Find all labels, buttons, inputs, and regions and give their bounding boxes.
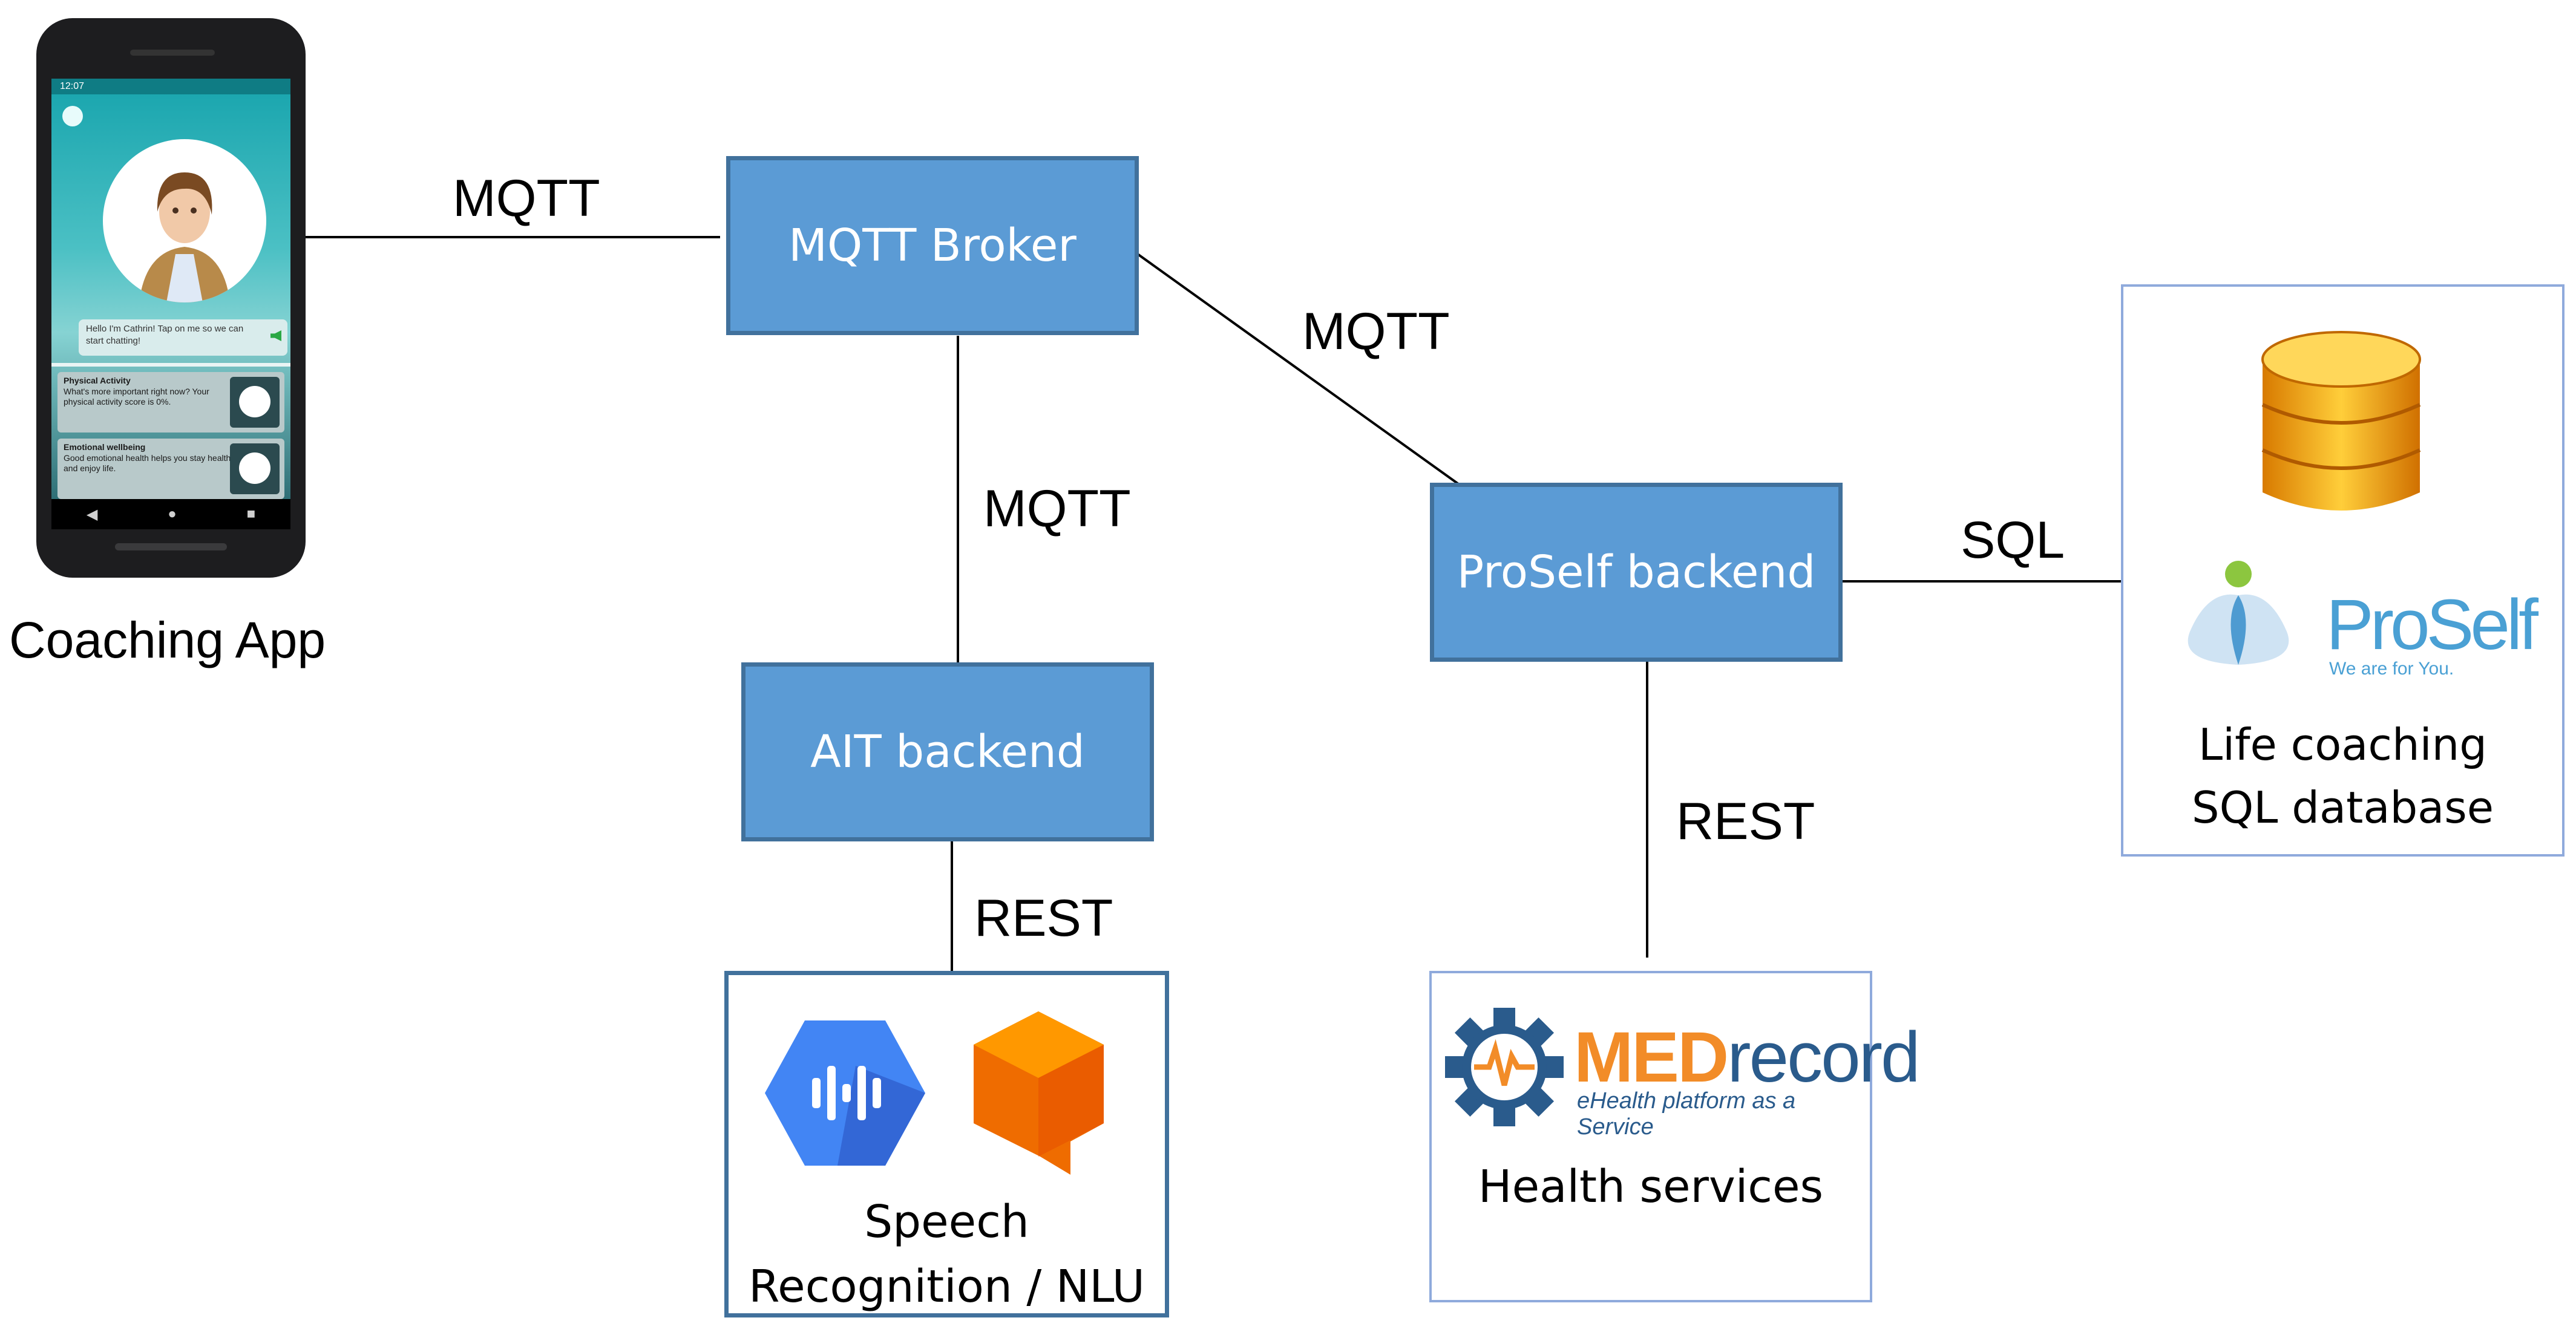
caption-line: Life coaching bbox=[2198, 719, 2487, 770]
brain-icon bbox=[230, 443, 280, 494]
chat-bubble-text: Hello I'm Cathrin! Tap on me so we can s… bbox=[86, 324, 244, 346]
chat-bubble[interactable]: Hello I'm Cathrin! Tap on me so we can s… bbox=[79, 319, 287, 356]
card-title: Emotional wellbeing bbox=[64, 442, 146, 452]
card-title: Physical Activity bbox=[64, 376, 131, 385]
edge-label-proself-health: REST bbox=[1676, 792, 1815, 850]
nav-home-icon[interactable]: ● bbox=[168, 506, 177, 522]
caption-line: Health services bbox=[1478, 1161, 1824, 1213]
panel-database-caption: Life coaching SQL database bbox=[2123, 713, 2562, 840]
speaker-icon[interactable] bbox=[270, 330, 281, 341]
card-text: Good emotional health helps you stay hea… bbox=[64, 452, 235, 474]
panel-speech-caption: Speech Recognition / NLU bbox=[729, 1190, 1165, 1320]
caption-line: SQL database bbox=[2191, 782, 2494, 834]
card-physical-activity[interactable]: Physical Activity What's more important … bbox=[57, 372, 284, 433]
proself-logo-name: ProSelf bbox=[2326, 585, 2538, 665]
proself-logo-tagline: We are for You. bbox=[2329, 659, 2454, 679]
avatar[interactable] bbox=[103, 139, 266, 302]
status-bar: 12:07 bbox=[51, 79, 290, 94]
divider bbox=[51, 363, 290, 367]
dialogflow-icon bbox=[974, 1011, 1104, 1175]
panel-health[interactable]: MEDrecord eHealth platform as a Service … bbox=[1429, 971, 1921, 1302]
edge-label-broker-proself: MQTT bbox=[1302, 302, 1450, 361]
node-ait-backend-label: AIT backend bbox=[810, 726, 1085, 778]
panel-database[interactable]: ProSelf We are for You. Life coaching SQ… bbox=[2121, 284, 2565, 857]
medrecord-logo-name-b: record bbox=[1727, 1017, 1920, 1097]
smartphone-icon: 12:07 Hello I'm Cathrin! Tap on me so we… bbox=[36, 18, 306, 578]
node-proself-backend-label: ProSelf backend bbox=[1457, 546, 1816, 598]
card-emotional-wellbeing[interactable]: Emotional wellbeing Good emotional healt… bbox=[57, 439, 284, 499]
node-proself-backend[interactable]: ProSelf backend bbox=[1430, 483, 1843, 662]
panel-speech[interactable]: Speech Recognition / NLU bbox=[724, 971, 1169, 1317]
edge-broker-proself bbox=[1136, 253, 1460, 485]
phone-bottom-speaker bbox=[115, 543, 227, 550]
panel-health-caption: Health services bbox=[1432, 1155, 1870, 1219]
card-text: What's more important right now? Your ph… bbox=[64, 386, 209, 407]
nav-bar: ◀ ● ■ bbox=[51, 499, 290, 529]
phone-screen: 12:07 Hello I'm Cathrin! Tap on me so we… bbox=[51, 79, 290, 502]
node-mqtt-broker[interactable]: MQTT Broker bbox=[726, 156, 1139, 335]
edge-label-proself-db: SQL bbox=[1961, 511, 2065, 569]
medrecord-gear-icon bbox=[1445, 1008, 1564, 1126]
phone-speaker bbox=[130, 50, 215, 56]
node-ait-backend[interactable]: AIT backend bbox=[741, 662, 1154, 841]
avatar-figure-icon bbox=[139, 172, 230, 302]
edge-label-broker-ait: MQTT bbox=[983, 480, 1131, 538]
caption-line: Speech bbox=[864, 1196, 1029, 1248]
edge-label-ait-speech: REST bbox=[974, 889, 1113, 947]
medrecord-logo-name: MEDrecord bbox=[1574, 1022, 1921, 1093]
settings-gear-icon[interactable] bbox=[62, 106, 83, 126]
medrecord-logo-tagline: eHealth platform as a Service bbox=[1577, 1088, 1796, 1140]
node-mqtt-broker-label: MQTT Broker bbox=[788, 220, 1077, 272]
coaching-app-caption: Coaching App bbox=[9, 612, 326, 668]
database-icon bbox=[2261, 331, 2421, 511]
nav-back-icon[interactable]: ◀ bbox=[86, 506, 98, 523]
caption-line: Recognition / NLU bbox=[749, 1261, 1145, 1313]
edge-label-app-broker: MQTT bbox=[453, 169, 600, 227]
running-icon bbox=[230, 377, 280, 428]
proself-logo-icon bbox=[2188, 561, 2289, 665]
speech-recognition-icon bbox=[765, 1020, 925, 1166]
nav-recents-icon[interactable]: ■ bbox=[246, 506, 256, 522]
medrecord-logo-name-a: MED bbox=[1574, 1017, 1729, 1097]
